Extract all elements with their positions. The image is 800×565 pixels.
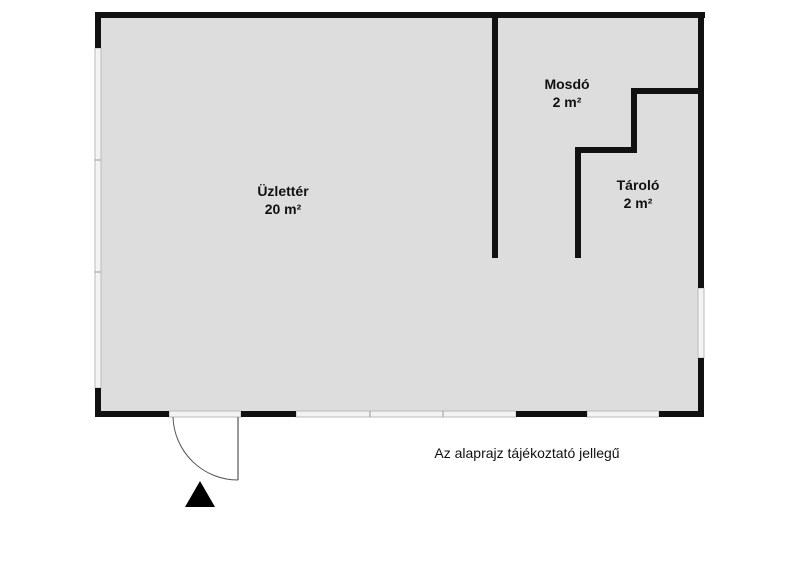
floor-area bbox=[98, 15, 701, 415]
window-left bbox=[94, 47, 102, 389]
window-right bbox=[697, 287, 705, 359]
wall-step-vertical-1 bbox=[631, 88, 637, 153]
door-swing-arc bbox=[172, 416, 239, 481]
room-area-mosdo: 2 m² bbox=[553, 94, 582, 110]
wall-step-middle bbox=[575, 147, 637, 153]
door-threshold bbox=[168, 410, 242, 418]
wall-step-top bbox=[631, 88, 704, 94]
room-name-tarolo: Tároló bbox=[617, 177, 660, 193]
wall-interior-1 bbox=[492, 12, 498, 258]
room-name-mosdo: Mosdó bbox=[544, 76, 589, 92]
wall-right-upper bbox=[698, 12, 704, 288]
entrance-door bbox=[172, 416, 239, 481]
room-area-tarolo: 2 m² bbox=[624, 195, 653, 211]
walls bbox=[95, 12, 705, 417]
wall-right-lower bbox=[698, 358, 704, 417]
wall-bottom-1 bbox=[95, 411, 169, 417]
window-bottom bbox=[295, 410, 517, 418]
room-area-uzletter: 20 m² bbox=[265, 201, 302, 217]
wall-left-lower bbox=[95, 388, 101, 417]
room-name-uzletter: Üzlettér bbox=[257, 183, 309, 199]
wall-step-vertical-2 bbox=[575, 147, 581, 258]
wall-bottom-3 bbox=[516, 411, 587, 417]
wall-bottom-4 bbox=[659, 411, 704, 417]
wall-left-upper bbox=[95, 12, 101, 48]
entrance-arrow-icon bbox=[185, 481, 215, 507]
disclaimer-note: Az alaprajz tájékoztató jellegű bbox=[434, 445, 619, 461]
window-bottom-right bbox=[586, 410, 660, 418]
wall-top bbox=[95, 12, 705, 18]
wall-bottom-2 bbox=[241, 411, 296, 417]
